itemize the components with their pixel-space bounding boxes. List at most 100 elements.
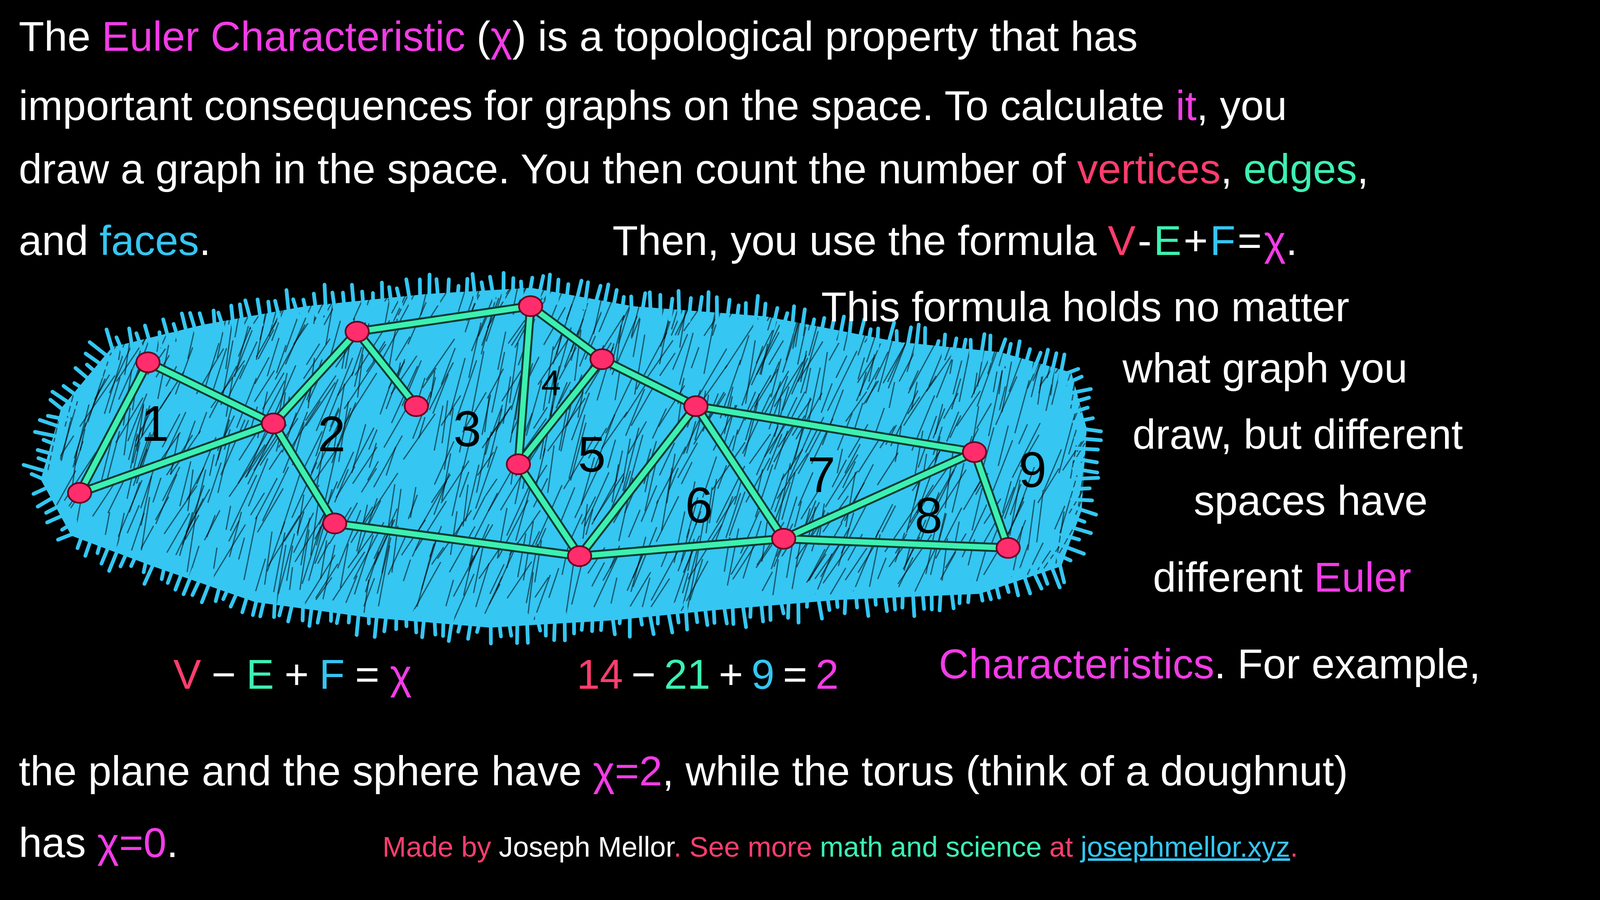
scribble-spike (131, 549, 139, 566)
scribble-spike (1061, 368, 1078, 375)
scribble-spike (38, 458, 56, 465)
scribble-spike (584, 282, 589, 309)
scribble-stroke (497, 331, 506, 370)
scribble-spike (666, 604, 673, 633)
scribble-stroke (254, 370, 275, 402)
graph-edge-outline (783, 538, 1009, 548)
scribble-spike (1073, 477, 1099, 480)
scribble-spike (35, 431, 64, 438)
text-run: important consequences for graphs on the… (18, 82, 1165, 129)
graph-vertex (590, 349, 614, 370)
text-run: χ=2 (592, 747, 663, 795)
scribble-spike (704, 600, 708, 625)
graph-edge (518, 306, 531, 465)
scribble-spike (1023, 349, 1030, 370)
scribble-spike (1066, 389, 1091, 395)
scribble-stroke (977, 328, 988, 387)
face-number: 9 (1018, 444, 1047, 495)
scribble-stroke (1004, 342, 1014, 369)
formula-term: − (211, 650, 236, 698)
scribble-spike (37, 450, 59, 456)
scribble-spike (520, 281, 522, 299)
scribble-spike (309, 599, 313, 627)
scribble-stroke (973, 372, 978, 395)
scribble-spike (755, 295, 758, 326)
scribble-spike (536, 614, 540, 631)
scribble-stroke (620, 290, 625, 317)
scribble-stroke (830, 567, 846, 595)
scribble-stroke (352, 447, 377, 484)
scribble-spike (1041, 349, 1048, 375)
text-line: important consequences for graphs on the… (18, 80, 1288, 131)
formula-term: F (319, 650, 345, 698)
scribble-spike (867, 329, 871, 347)
scribble-stroke (256, 320, 277, 358)
scribble-stroke (727, 528, 739, 586)
graph-vertex (345, 321, 369, 342)
scribble-stroke (656, 496, 679, 542)
scribble-stroke (155, 474, 177, 524)
scribble-spike (807, 592, 808, 608)
scribble-stroke (889, 547, 903, 568)
scribble-spike (336, 603, 341, 624)
graph-edge (79, 423, 274, 493)
scribble-stroke (246, 430, 266, 477)
scribble-stroke (592, 562, 605, 587)
scribble-stroke (160, 304, 181, 348)
formula-term: V (173, 650, 202, 698)
scribble-spike (688, 297, 691, 321)
text-line: draw, but different (1132, 409, 1463, 460)
scribble-stroke (485, 478, 497, 497)
scribble-spike (736, 305, 739, 325)
scribble-spike (528, 277, 533, 299)
scribble-stroke (515, 471, 522, 504)
scribble-stroke (239, 341, 258, 380)
scribble-spike (417, 279, 423, 306)
scribble-stroke (946, 411, 959, 442)
scribble-stroke (306, 343, 320, 365)
scribble-stroke (487, 408, 502, 468)
scribble-stroke (1045, 384, 1052, 411)
text-run: , (1357, 145, 1369, 193)
graph-edge (334, 523, 580, 556)
text-run: χ=0 (97, 819, 167, 866)
scribble-stroke (417, 543, 435, 608)
scribble-spike (1076, 427, 1101, 432)
formula-number: 9 (751, 650, 775, 698)
scribble-spike (348, 604, 350, 623)
scribble-spike (883, 587, 887, 611)
scribble-spike (750, 596, 752, 618)
scribble-spike (183, 569, 194, 595)
scribble-spike (116, 337, 125, 355)
scribble-stroke (238, 537, 245, 560)
face-number: 1 (141, 398, 170, 449)
scribble-spike (1074, 458, 1098, 463)
scribble-spike (317, 600, 322, 623)
scribble-stroke (618, 282, 638, 344)
scribble-spike (844, 589, 846, 614)
scribble-stroke (570, 514, 583, 540)
scribble-stroke (503, 376, 511, 425)
graph-edge-outline (357, 306, 531, 332)
scribble-spike (952, 338, 957, 358)
scribble-stroke (442, 400, 448, 444)
scribble-stroke (794, 500, 802, 528)
scribble-stroke (632, 527, 657, 587)
scribble-stroke (877, 452, 899, 486)
scribble-spike (1061, 534, 1080, 540)
scribble-stroke (226, 505, 231, 530)
scribble-stroke (945, 533, 967, 568)
scribble-spike (362, 291, 364, 311)
scribble-spike (201, 575, 213, 603)
formula-number: 14 (576, 650, 623, 698)
scribble-stroke (701, 365, 728, 403)
scribble-spike (415, 610, 417, 633)
formula-term: = (782, 650, 808, 698)
scribble-stroke (898, 557, 913, 588)
scribble-stroke (691, 347, 699, 368)
scribble-stroke (837, 448, 843, 473)
scribble-spike (448, 614, 453, 642)
text-run: has (18, 819, 86, 866)
text-run: . (199, 217, 211, 264)
scribble-spike (554, 613, 555, 640)
